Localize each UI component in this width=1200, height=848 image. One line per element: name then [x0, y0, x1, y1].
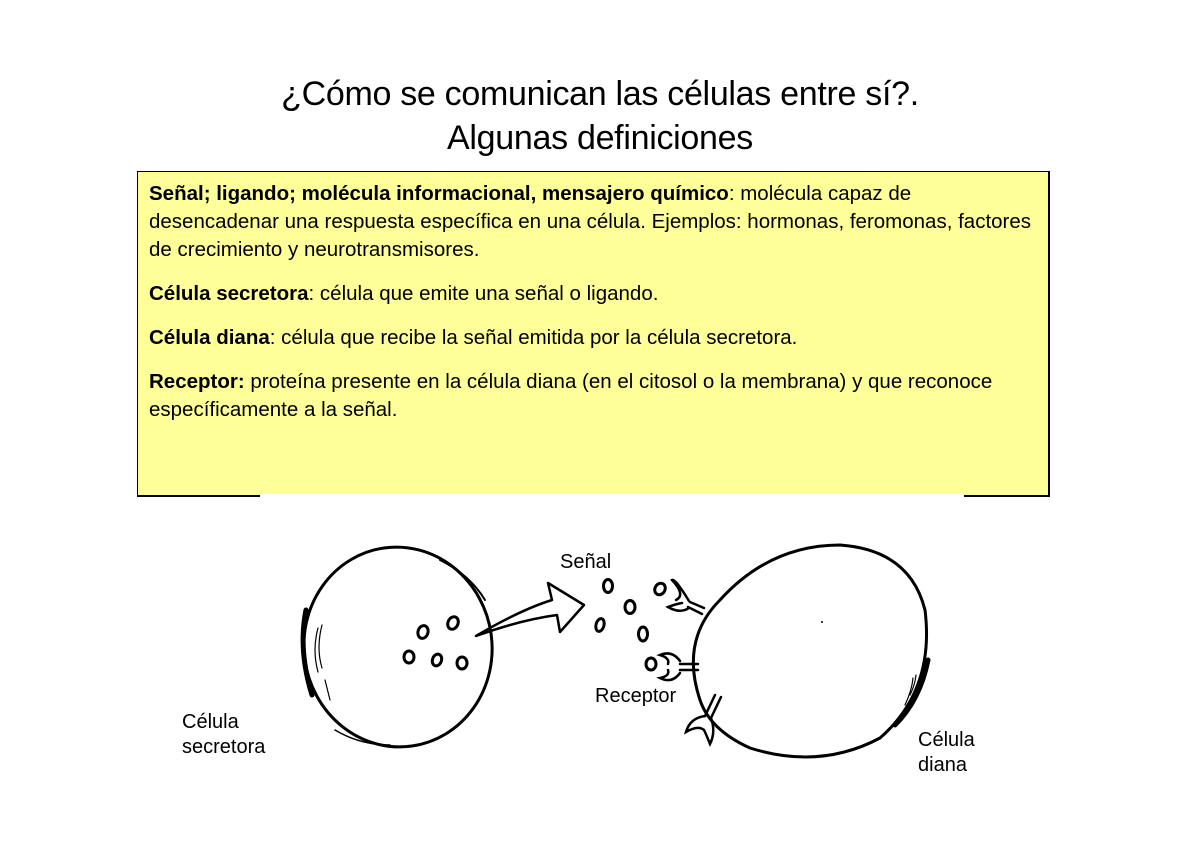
target-cell-icon [691, 543, 931, 759]
secretory-cell-label-line-2: secretora [182, 736, 266, 758]
definition-receptor: Receptor: proteína presente en la célula… [149, 368, 1038, 424]
target-cell-label-line-2: diana [918, 754, 967, 776]
receptor-icon [656, 578, 723, 748]
box-bottom-overlap [260, 494, 964, 500]
definition-separator: : [269, 326, 276, 349]
secretory-cell-label-line-1: Célula [182, 711, 239, 733]
definition-text: molécula capaz de desencadenar una respu… [149, 182, 1032, 261]
title-line-1: ¿Cómo se comunican las células entre sí?… [281, 75, 919, 113]
definition-text: proteína presente en la célula diana (en… [149, 370, 993, 421]
receptor-label: Receptor [595, 685, 677, 707]
definition-text: célula que emite una señal o ligando. [314, 282, 659, 305]
diagram-illustration [300, 543, 931, 759]
definition-term: Célula diana [149, 326, 270, 349]
definition-term: Señal; ligando; molécula informacional, … [149, 182, 729, 205]
target-cell-label: Célula diana [918, 728, 975, 778]
definition-target-cell: Célula diana: célula que recibe la señal… [149, 324, 1038, 352]
vesicles-icon [402, 615, 469, 671]
definition-separator: : [728, 182, 735, 205]
secretory-cell-icon [300, 545, 494, 749]
title-line-2: Algunas definiciones [447, 119, 753, 157]
signal-molecules-icon [594, 578, 667, 672]
cell-signaling-diagram: Señal Receptor Célula secretora Célula d… [0, 500, 1200, 848]
page-title: ¿Cómo se comunican las células entre sí?… [0, 72, 1200, 160]
target-cell-label-line-1: Célula [918, 729, 975, 751]
arrow-icon [474, 581, 586, 638]
definition-separator: : [308, 282, 315, 305]
secretory-cell-label: Célula secretora [182, 710, 265, 760]
definition-text: célula que recibe la señal emitida por l… [275, 326, 798, 349]
definitions-box: Señal; ligando; molécula informacional, … [137, 171, 1050, 497]
definition-term: Célula secretora [149, 282, 309, 305]
definition-term: Receptor: [149, 370, 245, 393]
definition-secretory-cell: Célula secretora: célula que emite una s… [149, 280, 1038, 308]
signal-label: Señal [560, 551, 612, 573]
definition-signal: Señal; ligando; molécula informacional, … [149, 180, 1038, 264]
